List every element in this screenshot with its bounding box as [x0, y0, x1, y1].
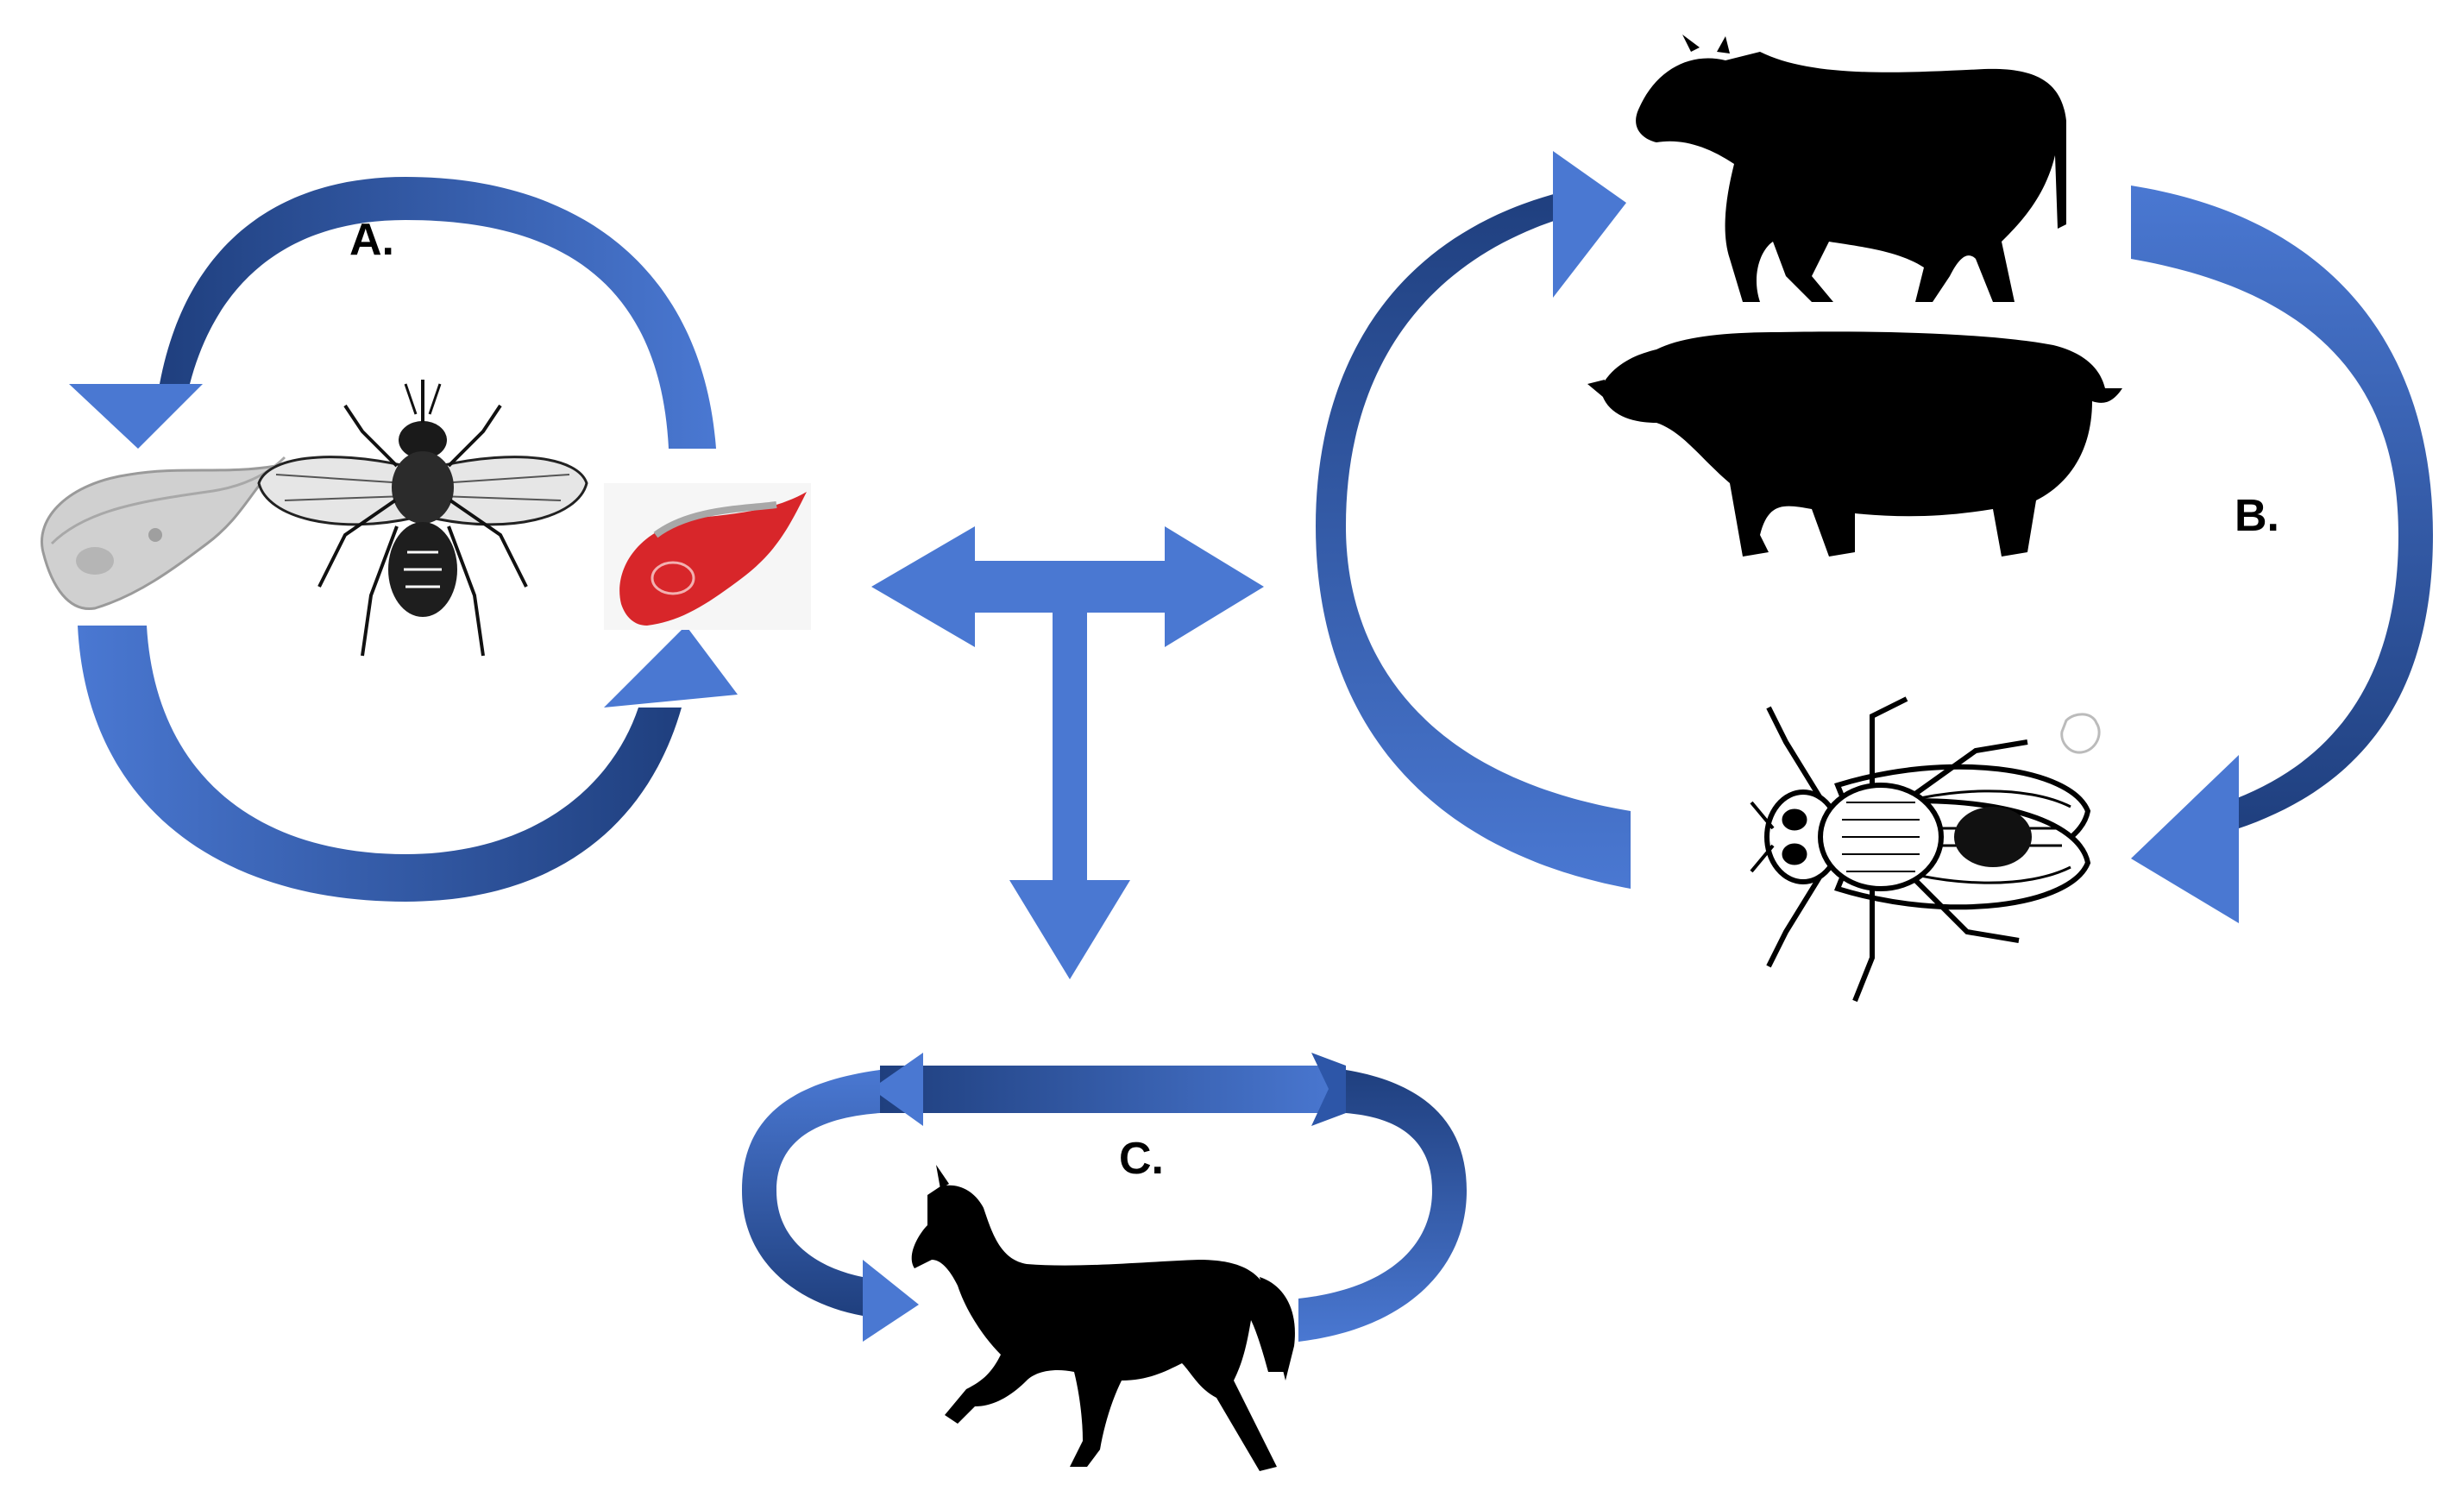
cow-icon	[1636, 35, 2066, 302]
bidirectional-arrow	[871, 526, 1264, 647]
cycle-b: B.	[1316, 35, 2433, 1003]
trypanosome-red-icon	[604, 483, 811, 630]
cycle-a-label: A.	[349, 215, 394, 265]
central-connector	[871, 526, 1264, 979]
cycle-a: A.	[41, 177, 811, 902]
down-arrow	[1009, 595, 1130, 979]
horse-icon	[911, 1165, 1295, 1471]
cycle-c: C.	[742, 1053, 1467, 1471]
cycle-b-label: B.	[2235, 491, 2279, 541]
cycle-c-right-arrow	[1298, 1070, 1467, 1342]
biting-fly-icon	[1750, 696, 2091, 1003]
pig-icon	[1587, 331, 2122, 557]
cycle-a-bottom-arrow	[78, 626, 738, 902]
tsetse-fly-icon	[257, 380, 588, 657]
cycle-c-left-arrow	[742, 1070, 919, 1342]
cycle-b-right-arrow	[2131, 186, 2433, 923]
small-blob-icon	[2060, 713, 2101, 754]
cycle-a-top-arrow	[69, 177, 716, 449]
cycle-b-left-arrow	[1316, 151, 1631, 889]
cycle-c-top-arrow	[871, 1053, 1346, 1126]
trypanosome-grey-icon	[41, 456, 286, 611]
cycle-c-label: C.	[1119, 1134, 1164, 1184]
